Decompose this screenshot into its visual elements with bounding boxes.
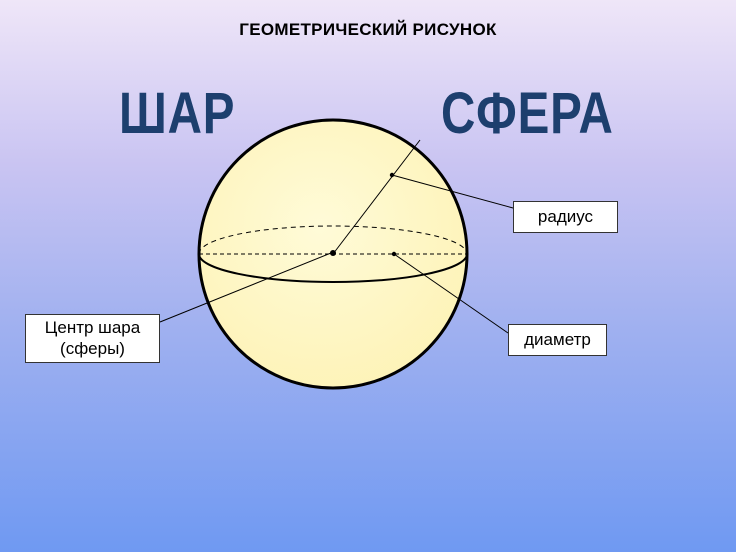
slide-title: ГЕОМЕТРИЧЕСКИЙ РИСУНОК	[239, 20, 497, 39]
pointer-diameter	[393, 253, 509, 334]
pointer-radius-dot	[389, 172, 395, 178]
label-diameter: диаметр	[508, 324, 607, 356]
heading-sphere: СФЕРА	[441, 81, 614, 146]
pointer-radius	[391, 174, 514, 209]
heading-ball: ШАР	[119, 81, 236, 146]
label-center: Центр шара (сферы)	[25, 314, 160, 363]
label-center-line2: (сферы)	[60, 339, 125, 358]
equator-back	[198, 225, 468, 255]
pointer-diameter-dot	[391, 251, 397, 257]
label-radius: радиус	[513, 201, 618, 233]
equator-front	[198, 253, 468, 283]
radius-line	[332, 139, 421, 255]
label-center-line1: Центр шара	[44, 318, 141, 337]
center-point	[330, 250, 336, 256]
pointer-center	[159, 252, 332, 323]
